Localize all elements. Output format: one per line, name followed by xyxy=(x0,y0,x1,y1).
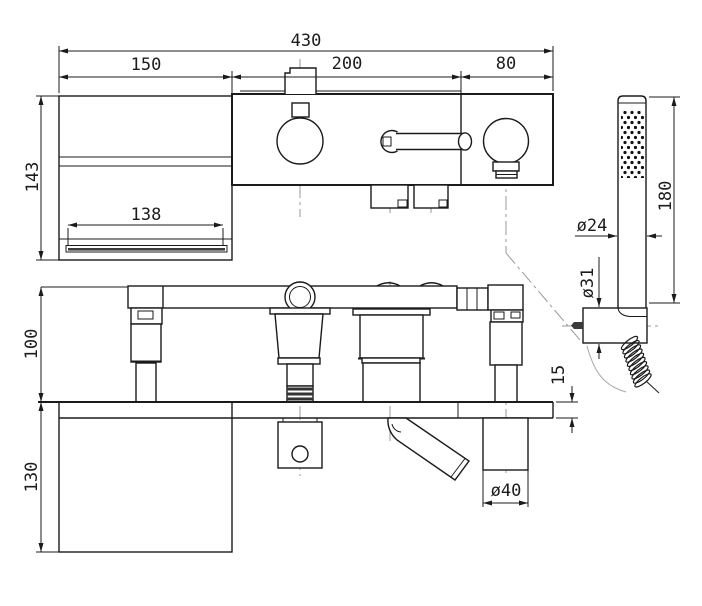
front-view-mixer-body xyxy=(231,67,554,209)
handle-holder-transition xyxy=(617,307,647,317)
right-leg-lower xyxy=(494,364,518,403)
left-leg-upper xyxy=(130,323,162,363)
lever-rod-fill xyxy=(396,134,465,149)
deck-section xyxy=(38,401,554,553)
dim-handshower-length-label: 180 xyxy=(656,181,676,212)
hose-coil xyxy=(620,335,652,388)
left-leg-window xyxy=(137,310,154,320)
side-port-bump-1 xyxy=(376,282,401,287)
tub-spout-elbow-arc xyxy=(391,423,402,433)
lever-bracket xyxy=(380,129,398,154)
spout-leg-step xyxy=(361,357,421,364)
hose-tail xyxy=(645,380,660,394)
dim-handshower-length: 180 xyxy=(649,96,680,304)
lever-bracket-detail xyxy=(382,136,392,147)
diverter-collar xyxy=(492,161,520,172)
hose-bend-outline xyxy=(586,345,627,393)
dim-outlet-diameter: ø40 xyxy=(482,470,529,507)
coil-loop xyxy=(625,348,643,363)
dim-depth-below-deck: 130 xyxy=(22,402,59,553)
spout-leg-lower xyxy=(362,362,421,403)
connection-box xyxy=(277,421,323,469)
waterfall-slot xyxy=(68,248,225,251)
dim-slot-width-label: 138 xyxy=(131,205,162,225)
coil-loop xyxy=(634,373,652,388)
nipple-thread-1 xyxy=(287,387,313,391)
joint-segments xyxy=(456,287,489,311)
spout-plate-outline xyxy=(58,95,233,261)
dim-spout-section-label: 150 xyxy=(131,55,162,75)
coil-loop xyxy=(626,352,645,367)
dim-depth-below-deck-label: 130 xyxy=(22,462,42,493)
inlet-port-left-notch xyxy=(397,199,408,208)
right-leg-window-2 xyxy=(510,311,521,319)
spout-leg-upper xyxy=(359,314,424,359)
top-port xyxy=(284,67,317,94)
dimensions: 430 150 200 80 143 xyxy=(22,31,680,553)
dim-deck-thickness-label: 15 xyxy=(549,365,569,385)
spout-leg-flange xyxy=(352,308,431,316)
left-leg-lower xyxy=(135,362,157,403)
holder-pin xyxy=(571,322,583,329)
right-leg-upper xyxy=(489,321,523,366)
dim-handshower-diameter-label: ø24 xyxy=(577,216,608,236)
middle-leg-plate xyxy=(277,357,321,365)
dim-body-section-label: 200 xyxy=(332,54,363,74)
inlet-port-left xyxy=(370,184,409,209)
inlet-port-right xyxy=(413,184,449,209)
nipple-thread-2 xyxy=(287,392,313,396)
dim-height-above-deck: 100 xyxy=(22,286,128,402)
thermostat-knob xyxy=(276,117,324,165)
middle-leg-pipe xyxy=(286,363,314,387)
middle-leg-flange xyxy=(269,307,331,315)
diverter-knob xyxy=(482,117,530,165)
left-leg-collar xyxy=(130,307,163,325)
dim-outlet-diameter-label: ø40 xyxy=(491,481,522,501)
coil-loop xyxy=(629,361,648,376)
dim-height-above-deck-label: 100 xyxy=(22,329,42,360)
coil-loop xyxy=(631,365,649,380)
handshower-detail xyxy=(571,95,660,394)
side-port-bump-2 xyxy=(419,282,444,287)
coil-loop xyxy=(620,335,639,351)
coil-loop xyxy=(632,369,651,384)
front-view-spout-plate xyxy=(58,95,233,261)
right-leg-window-1 xyxy=(493,311,505,320)
bath-apron xyxy=(58,401,233,553)
spray-face xyxy=(621,110,644,178)
tub-spout xyxy=(387,417,470,481)
dim-spout-height-label: 143 xyxy=(23,162,43,193)
dim-slot-width: 138 xyxy=(67,205,224,245)
dim-holder-diameter: ø31 xyxy=(578,257,602,359)
dim-total-width: 430 xyxy=(58,31,554,93)
dim-spout-height: 143 xyxy=(23,95,59,261)
coil-loop xyxy=(628,356,646,372)
dim-deck-thickness: 15 xyxy=(549,365,578,433)
tub-spout-end-cap xyxy=(450,458,466,478)
middle-leg-body xyxy=(274,313,324,359)
connection-box-hole xyxy=(291,445,309,463)
coil-loop xyxy=(622,340,640,355)
dim-diverter-section-label: 80 xyxy=(496,54,516,74)
dim-sections: 150 200 80 xyxy=(59,54,553,96)
dim-handshower-diameter: ø24 xyxy=(575,216,662,239)
right-end-block xyxy=(487,284,524,311)
dim-holder-diameter-label: ø31 xyxy=(578,268,598,299)
coil-loop xyxy=(623,344,642,359)
nipple-thread-3 xyxy=(287,397,313,401)
dim-total-width-label: 430 xyxy=(291,31,322,51)
inlet-port-right-notch xyxy=(438,199,448,208)
thermostat-stem xyxy=(291,102,310,118)
lever-rod-cap xyxy=(457,132,473,151)
side-view xyxy=(127,281,524,403)
outlet-cylinder xyxy=(482,417,529,471)
